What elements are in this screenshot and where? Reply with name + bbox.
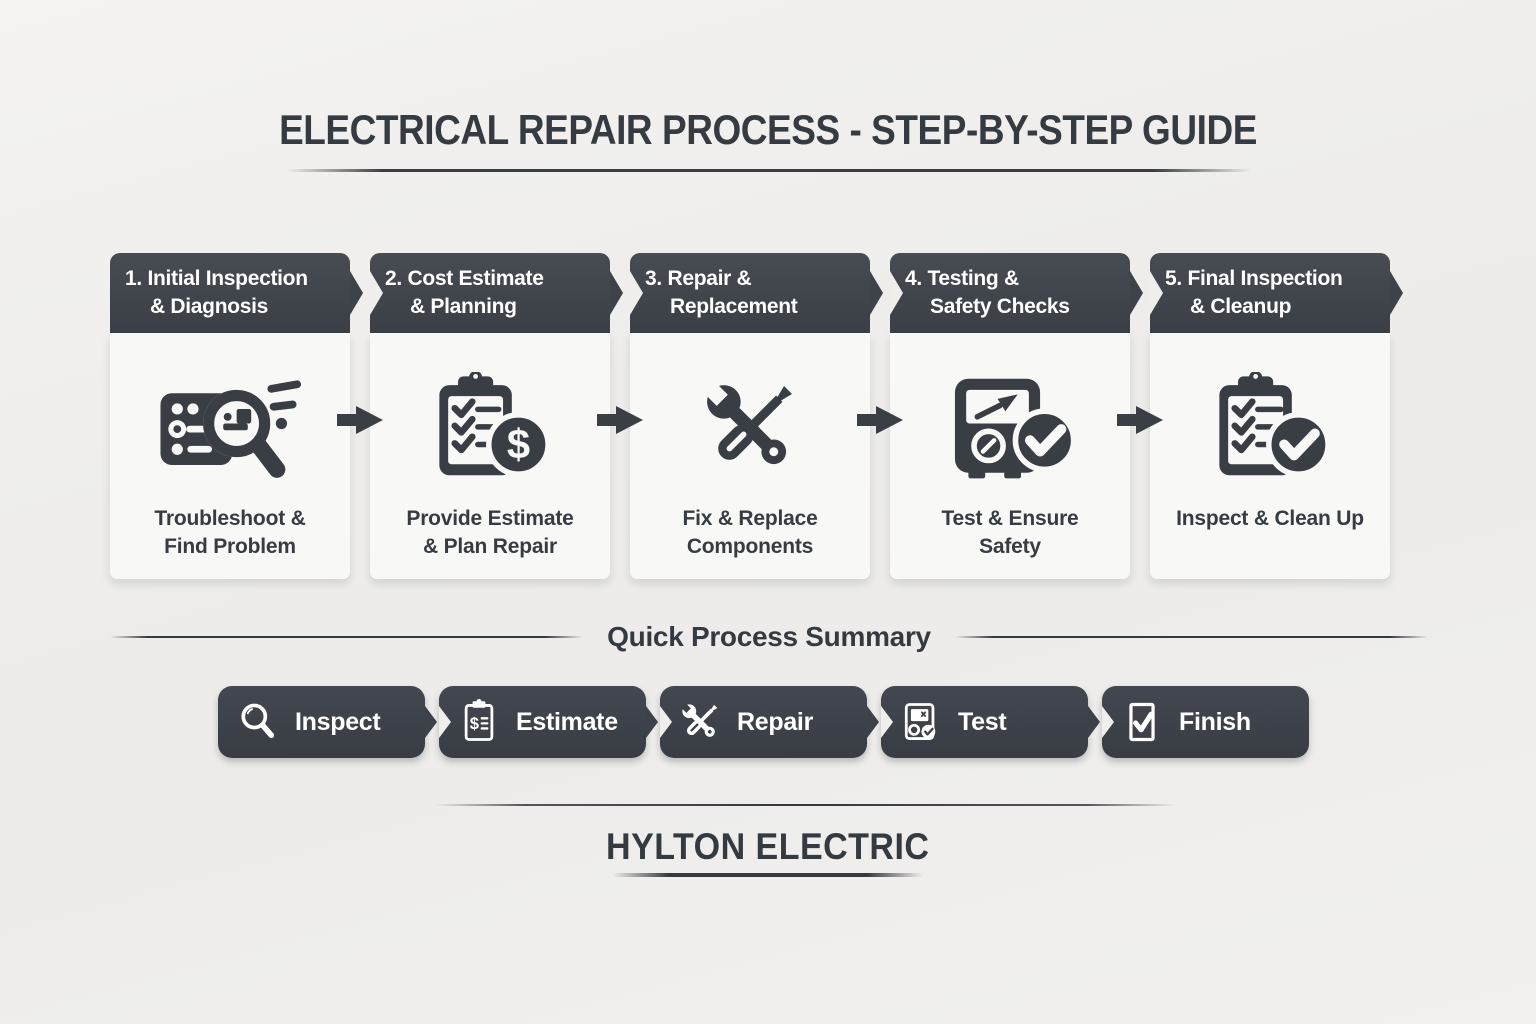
step-caption-line: Fix & Replace: [682, 507, 818, 530]
brand-underline: [613, 873, 923, 877]
checkbox-check-icon: [1119, 699, 1165, 745]
step-caption-line: Test & Ensure: [941, 507, 1079, 530]
footer-divider: [435, 804, 1175, 806]
step-caption-1: Troubleshoot & Find Problem: [154, 505, 305, 561]
step-header-4: 4. Testing & Safety Checks: [890, 253, 1130, 333]
step-title-line2: Safety Checks: [930, 295, 1070, 318]
step-card-5: 5. Final Inspection & Cleanup: [1150, 253, 1390, 579]
step-title-line2: & Diagnosis: [150, 295, 269, 318]
pill-label: Test: [958, 707, 1007, 736]
summary-pill-repair: Repair: [660, 686, 867, 758]
summary-pill-inspect: Inspect: [218, 686, 425, 758]
step-caption-5: Inspect & Clean Up: [1176, 505, 1364, 533]
arrow-right-icon: [597, 406, 643, 434]
step-caption-line: Components: [686, 534, 814, 558]
crossed-tools-icon: [694, 369, 806, 487]
clipboard-check-icon: [1204, 369, 1336, 487]
step-body-5: Inspect & Clean Up: [1150, 333, 1390, 579]
step-card-4: 4. Testing & Safety Checks: [890, 253, 1163, 579]
title-block: ELECTRICAL REPAIR PROCESS - STEP-BY-STEP…: [0, 106, 1536, 172]
clipboard-dollar-icon: $: [456, 699, 502, 745]
summary-heading: Quick Process Summary: [607, 621, 931, 652]
step-card-1: 1. Initial Inspection & Diagnosis: [110, 253, 383, 579]
circuit-search-icon: [156, 369, 304, 487]
summary-pill-test: Test: [881, 686, 1088, 758]
step-title-line1: 3. Repair &: [645, 267, 752, 291]
step-header-1: 1. Initial Inspection & Diagnosis: [110, 253, 350, 333]
step-caption-line: Provide Estimate: [406, 507, 574, 530]
brand-name: HYLTON ELECTRIC: [606, 826, 930, 867]
step-caption-line: Safety: [979, 534, 1041, 558]
crossed-tools-icon: [677, 699, 723, 745]
step-title-line1: 5. Final Inspection: [1165, 267, 1343, 291]
pill-label: Repair: [737, 707, 814, 736]
summary-pills-row: Inspect $ Estimate: [218, 686, 1309, 758]
magnifier-icon: [235, 699, 281, 745]
step-body-4: Test & Ensure Safety: [890, 333, 1130, 579]
step-caption-2: Provide Estimate & Plan Repair: [406, 505, 573, 561]
step-caption-line: Troubleshoot &: [154, 507, 306, 530]
step-title-line2: & Cleanup: [1190, 295, 1292, 318]
summary-pill-estimate: $ Estimate: [439, 686, 646, 758]
step-header-3: 3. Repair & Replacement: [630, 253, 870, 333]
step-title-line2: Replacement: [670, 295, 798, 318]
summary-heading-block: Quick Process Summary: [110, 621, 1428, 653]
step-title-line1: 2. Cost Estimate: [385, 267, 544, 291]
step-caption-line: Inspect & Clean Up: [1176, 507, 1364, 530]
step-title-line1: 1. Initial Inspection: [125, 267, 308, 291]
brand-block: HYLTON ELECTRIC: [0, 826, 1536, 877]
svg-text:$: $: [507, 421, 530, 468]
arrow-right-icon: [337, 406, 383, 434]
page-title: ELECTRICAL REPAIR PROCESS - STEP-BY-STEP…: [279, 106, 1257, 153]
step-title-line1: 4. Testing &: [905, 267, 1019, 291]
svg-text:$: $: [470, 714, 479, 733]
step-header-2: 2. Cost Estimate & Planning: [370, 253, 610, 333]
step-title-line2: & Planning: [410, 295, 517, 318]
step-body-1: Troubleshoot & Find Problem: [110, 333, 350, 579]
step-body-2: $ Provide Estimate & Plan Repair: [370, 333, 610, 579]
step-caption-3: Fix & Replace Components: [682, 505, 817, 561]
step-card-2: 2. Cost Estimate & Planning $: [370, 253, 643, 579]
summary-pill-finish: Finish: [1102, 686, 1309, 758]
process-steps-row: 1. Initial Inspection & Diagnosis: [110, 253, 1392, 579]
step-header-5: 5. Final Inspection & Cleanup: [1150, 253, 1390, 333]
pill-label: Estimate: [516, 707, 618, 736]
step-caption-line: & Plan Repair: [423, 534, 557, 558]
step-caption-line: Find Problem: [164, 534, 296, 558]
multimeter-check-icon: [898, 699, 944, 745]
summary-rule-right: [954, 636, 1428, 638]
title-underline: [285, 169, 1251, 172]
pill-label: Finish: [1179, 707, 1251, 736]
arrow-right-icon: [1117, 406, 1163, 434]
step-caption-4: Test & Ensure Safety: [941, 505, 1078, 561]
pill-label: Inspect: [295, 707, 381, 736]
arrow-right-icon: [857, 406, 903, 434]
clipboard-dollar-icon: $: [424, 369, 556, 487]
multimeter-check-icon: [946, 369, 1075, 487]
summary-rule-left: [110, 636, 584, 638]
step-body-3: Fix & Replace Components: [630, 333, 870, 579]
step-card-3: 3. Repair & Replacement: [630, 253, 903, 579]
